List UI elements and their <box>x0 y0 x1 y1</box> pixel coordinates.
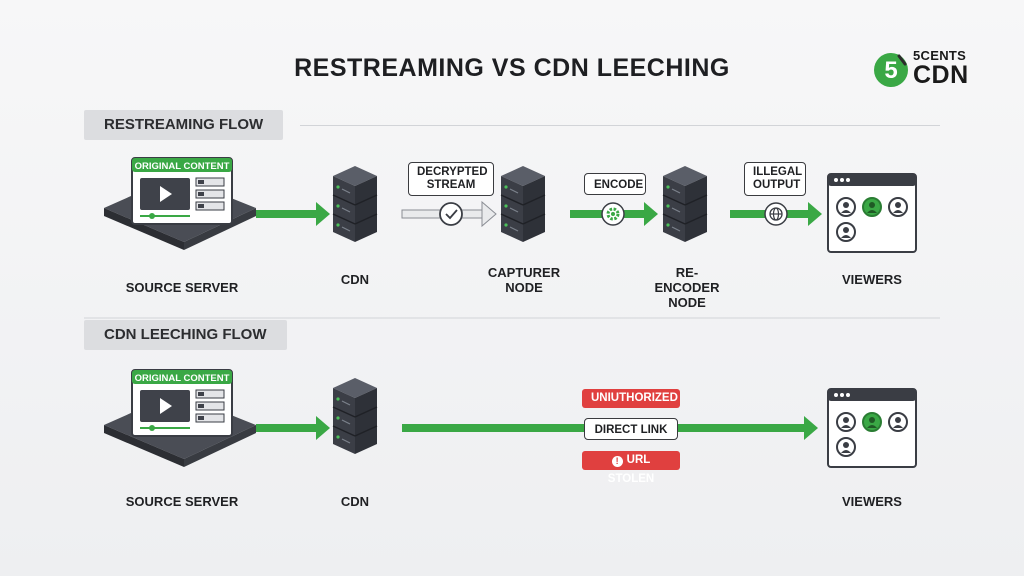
reencoder-server-icon <box>662 165 708 243</box>
tag-unauthorized: UNIUTHORIZED <box>582 389 680 408</box>
tag-decrypted-line2: STREAM <box>426 179 476 191</box>
source-badge: ORIGINAL CONTENT <box>134 161 230 172</box>
brand-logo: 5 5CENTS CDN <box>871 48 983 90</box>
viewers-label: VIEWERS <box>842 272 902 287</box>
leech-arrow-source-to-cdn <box>256 416 330 440</box>
tag-decrypted-line1: DECRYPTED <box>417 166 488 178</box>
tag-url-stolen: !URL STOLEN <box>582 451 680 485</box>
restreaming-divider <box>300 125 940 126</box>
arrow-capturer-to-reencoder <box>570 202 658 226</box>
logo-text-bottom: CDN <box>913 61 969 89</box>
capturer-node-label: CAPTURER NODE <box>482 265 566 295</box>
tag-direct-link: DIRECT LINK <box>584 418 678 440</box>
cdn-label: CDN <box>340 272 370 287</box>
tag-illegal-line2: OUTPUT <box>753 179 801 191</box>
leeching-section-label: CDN LEECHING FLOW <box>84 320 287 350</box>
logo-badge-icon: 5 <box>874 53 908 87</box>
leech-cdn-server-icon <box>332 377 378 455</box>
tag-illegal-line1: ILLEGAL <box>753 166 803 178</box>
leech-source-badge: ORIGINAL CONTENT <box>134 373 230 384</box>
restreaming-section-label: RESTREAMING FLOW <box>84 110 284 140</box>
reencoder-line1: RE-ENCODER <box>654 265 720 295</box>
cdn-server-icon <box>332 165 378 243</box>
viewers-window-icon <box>827 173 917 253</box>
capturer-line2: NODE <box>505 280 543 295</box>
capturer-line1: CAPTURER <box>487 265 561 280</box>
leech-cdn-label: CDN <box>340 494 370 509</box>
arrow-cdn-to-capturer <box>401 200 497 228</box>
capturer-server-icon <box>500 165 546 243</box>
reencoder-line2: NODE <box>668 295 706 310</box>
reencoder-node-label: RE-ENCODER NODE <box>645 265 729 310</box>
source-server-label: SOURCE SERVER <box>125 280 239 295</box>
leech-viewers-window-icon <box>827 388 917 468</box>
alert-icon: ! <box>611 456 623 467</box>
tag-decrypted-stream: DECRYPTED STREAM <box>408 162 494 196</box>
page-title: RESTREAMING VS CDN LEECHING <box>294 54 730 82</box>
leech-viewers-label: VIEWERS <box>842 494 902 509</box>
tag-illegal-output: ILLEGAL OUTPUT <box>744 162 806 196</box>
arrow-reencoder-to-viewers <box>730 202 822 226</box>
arrow-source-to-cdn <box>256 202 330 226</box>
tag-encode: ENCODE <box>584 173 646 195</box>
leech-source-server-label: SOURCE SERVER <box>125 494 239 509</box>
tag-url-stolen-text: URL STOLEN <box>607 454 655 485</box>
logo-badge-text: 5 <box>884 57 897 84</box>
logo-text-top: 5CENTS <box>913 48 967 63</box>
